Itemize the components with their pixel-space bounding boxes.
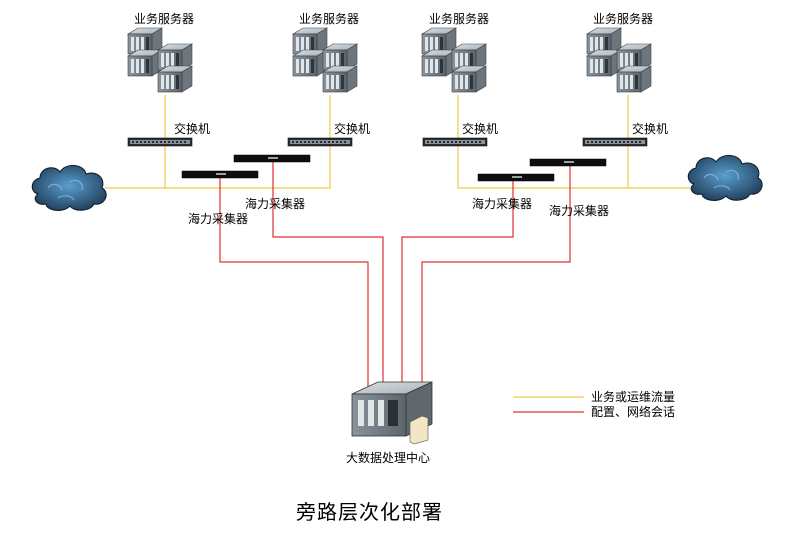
red-line-1 <box>219 178 369 392</box>
switch-1-graphic <box>127 137 193 147</box>
switch-3-label: 交换机 <box>462 122 499 136</box>
switch-4-graphic <box>582 137 648 147</box>
red-line-2 <box>272 162 384 392</box>
server-group-1-graphic <box>128 28 192 92</box>
yellow-lines <box>105 95 690 398</box>
legend-yellow-label: 业务或运维流量 <box>591 390 676 404</box>
data-center-graphic <box>351 381 433 445</box>
cloud-left-icon <box>31 164 107 212</box>
switch-1-label: 交换机 <box>174 122 211 136</box>
switch-3-graphic <box>422 137 488 147</box>
cloud-right-icon <box>687 154 763 202</box>
switch-4-label: 交换机 <box>632 122 669 136</box>
data-center-label: 大数据处理中心 <box>346 451 431 465</box>
red-lines <box>219 162 584 413</box>
server-group-4-label: 业务服务器 <box>593 12 654 26</box>
server-group-3-graphic <box>422 28 486 92</box>
red-line-3 <box>401 180 514 392</box>
collector-2-label: 海力采集器 <box>245 197 306 211</box>
server-group-1-label: 业务服务器 <box>134 12 195 26</box>
collector-1-graphic <box>181 170 259 179</box>
collector-4-label: 海力采集器 <box>549 204 610 218</box>
yellow-line-left <box>105 145 331 189</box>
diagram-title: 旁路层次化部署 <box>296 500 443 524</box>
legend-red-label: 配置、网络会话 <box>591 405 676 419</box>
collector-4-graphic <box>529 158 607 167</box>
collector-3-label: 海力采集器 <box>472 197 533 211</box>
red-line-4 <box>421 166 571 392</box>
yellow-line-right <box>457 145 690 189</box>
server-group-4-graphic <box>587 28 651 92</box>
collector-1-label: 海力采集器 <box>188 212 249 226</box>
collector-2-graphic <box>233 154 311 163</box>
server-group-2-label: 业务服务器 <box>299 12 360 26</box>
switch-2-graphic <box>287 137 353 147</box>
collector-3-graphic <box>477 173 555 182</box>
server-group-3-label: 业务服务器 <box>429 12 490 26</box>
server-group-2-graphic <box>293 28 357 92</box>
switch-2-label: 交换机 <box>334 122 371 136</box>
